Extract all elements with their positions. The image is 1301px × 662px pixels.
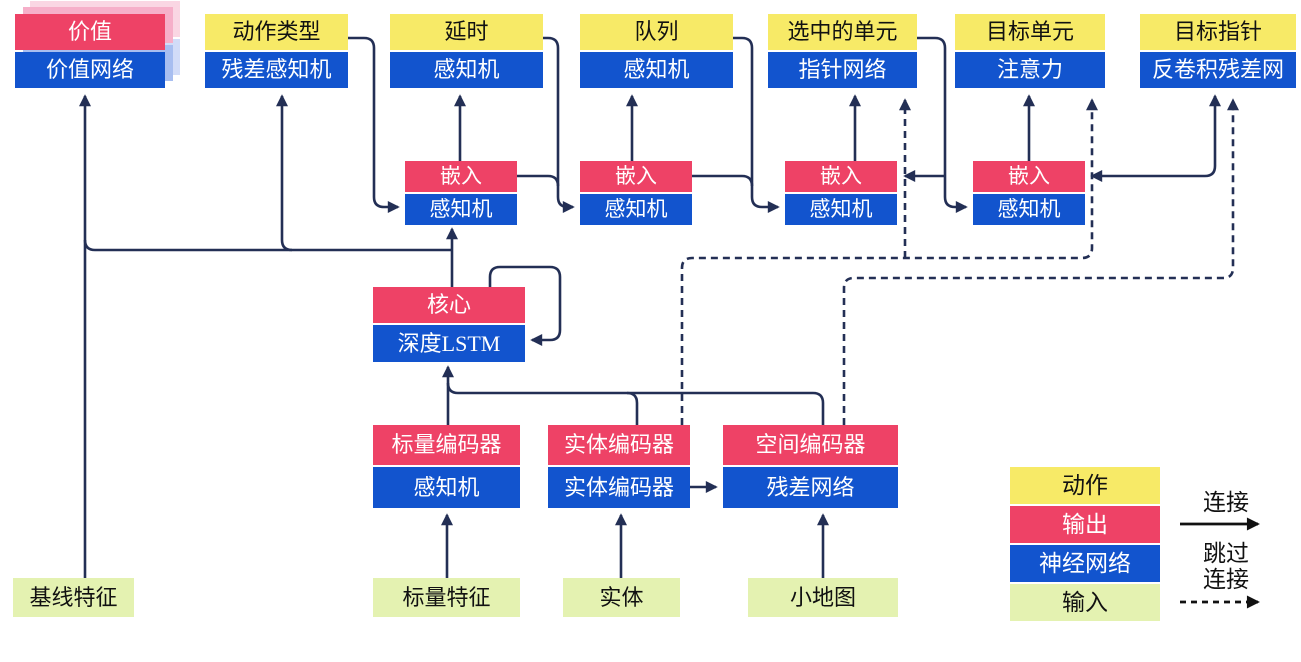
- node-spatial-encoder-output: 空间编码器: [723, 425, 898, 465]
- node-embed-1-output: 嵌入: [405, 161, 517, 192]
- node-entity-encoder: 实体编码器 实体编码器: [548, 425, 690, 508]
- legend-connection-label: 连接: [1203, 490, 1249, 515]
- node-embed-2-output: 嵌入: [580, 161, 692, 192]
- node-embed-1-network: 感知机: [405, 194, 517, 225]
- node-target-unit: 目标单元 注意力: [955, 14, 1105, 88]
- skip-entity-to-target-unit: [680, 98, 1098, 425]
- node-target-pointer-network: 反卷积残差网: [1140, 52, 1296, 88]
- node-delay: 延时 感知机: [390, 14, 543, 88]
- node-queue-action: 队列: [580, 14, 733, 50]
- node-embed-4-output: 嵌入: [973, 161, 1085, 192]
- node-selected-units-network: 指针网络: [768, 52, 917, 88]
- node-entities: 实体: [563, 578, 680, 617]
- node-embed-1: 嵌入 感知机: [405, 161, 517, 225]
- node-value-network: 价值网络: [15, 52, 165, 88]
- node-scalar-encoder: 标量编码器 感知机: [373, 425, 520, 508]
- node-value: 价值 价值网络: [15, 14, 165, 88]
- edge-embed2-chain: [692, 174, 754, 187]
- node-embed-4-network: 感知机: [973, 194, 1085, 225]
- node-target-pointer: 目标指针 反卷积残差网: [1140, 14, 1296, 88]
- edge-entity-merge: [626, 391, 639, 425]
- legend-neural-network: 神经网络: [1010, 545, 1160, 582]
- edge-embed1-chain: [517, 174, 560, 187]
- node-spatial-encoder-network: 残差网络: [723, 467, 898, 508]
- node-embed-3-output: 嵌入: [785, 161, 897, 192]
- node-scalar-features: 标量特征: [373, 578, 520, 617]
- node-embed-2-network: 感知机: [580, 194, 692, 225]
- node-delay-network: 感知机: [390, 52, 543, 88]
- legend-action: 动作: [1010, 467, 1160, 504]
- node-core: 核心 深度LSTM: [373, 287, 525, 362]
- node-action-type-network: 残差感知机: [205, 52, 348, 88]
- node-queue: 队列 感知机: [580, 14, 733, 88]
- node-embed-2: 嵌入 感知机: [580, 161, 692, 225]
- node-embed-4: 嵌入 感知机: [973, 161, 1085, 225]
- legend-input: 输入: [1010, 584, 1160, 621]
- node-scalar-encoder-network: 感知机: [373, 467, 520, 508]
- node-minimap: 小地图: [748, 578, 898, 617]
- node-target-pointer-action: 目标指针: [1140, 14, 1296, 50]
- legend-color-key: 动作 输出 神经网络 输入: [1010, 467, 1160, 621]
- node-selected-units-action: 选中的单元: [768, 14, 917, 50]
- legend-output: 输出: [1010, 506, 1160, 543]
- edge-delay-to-embed2: [543, 36, 575, 213]
- edge-core-to-action-type: [276, 94, 293, 252]
- legend-skip-label-line1: 跳过: [1203, 541, 1249, 566]
- node-embed-3-network: 感知机: [785, 194, 897, 225]
- node-target-unit-network: 注意力: [955, 52, 1105, 88]
- node-entity-encoder-network: 实体编码器: [548, 467, 690, 508]
- node-entity-encoder-output: 实体编码器: [548, 425, 690, 465]
- node-scalar-encoder-output: 标量编码器: [373, 425, 520, 465]
- node-action-type: 动作类型 残差感知机: [205, 14, 348, 88]
- skip-spatial-to-target-pointer: [842, 98, 1239, 425]
- node-spatial-encoder: 空间编码器 残差网络: [723, 425, 898, 508]
- node-target-unit-action: 目标单元: [955, 14, 1105, 50]
- edge-core-branch-left: [83, 239, 452, 252]
- edge-spatial-merge: [446, 382, 825, 425]
- node-selected-units: 选中的单元 指针网络: [768, 14, 917, 88]
- legend-skip-label-line2: 连接: [1203, 567, 1249, 592]
- node-queue-network: 感知机: [580, 52, 733, 88]
- node-action-type-action: 动作类型: [205, 14, 348, 50]
- edge-embed4-target-pointer: [1090, 94, 1221, 182]
- node-baseline-features: 基线特征: [13, 578, 134, 617]
- skip-edges: [680, 98, 1239, 425]
- node-core-network: 深度LSTM: [373, 325, 525, 362]
- node-core-output: 核心: [373, 287, 525, 323]
- node-embed-3: 嵌入 感知机: [785, 161, 897, 225]
- node-delay-action: 延时: [390, 14, 543, 50]
- node-value-output: 价值: [15, 14, 165, 50]
